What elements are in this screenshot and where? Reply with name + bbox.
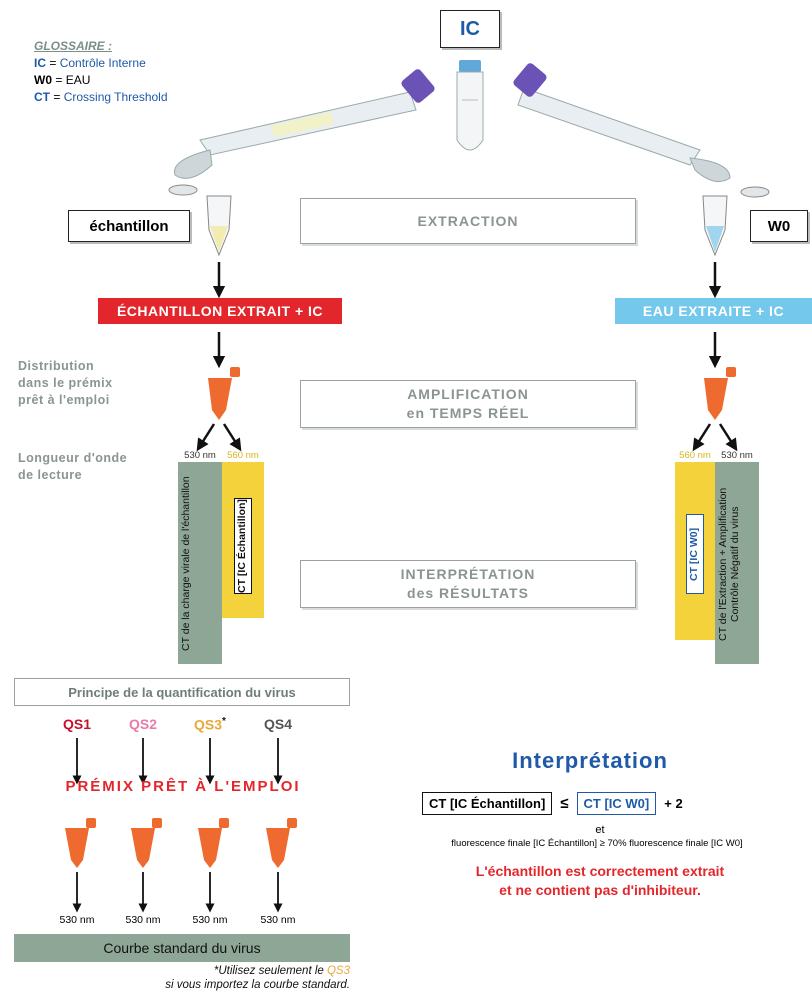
banner-extracted-sample-text: ÉCHANTILLON EXTRAIT + IC [116, 303, 324, 319]
qs4-label: QS4 [263, 716, 292, 732]
right-green-bar-text: CT de l'Extraction + Amplification Contr… [717, 487, 741, 641]
step-amplification: AMPLIFICATION en TEMPS RÉEL [300, 380, 636, 428]
conclusion-line1: L'échantillon est correctement extrait [475, 863, 725, 879]
quant-title-box: Principe de la quantification du virus [14, 678, 350, 706]
formula-right: CT [IC W0] [576, 792, 657, 815]
left-nm-560: 560 nm [227, 450, 259, 461]
left-pipette-icon [173, 69, 435, 179]
qs3-label: QS3* [194, 716, 226, 733]
step-amplification-line1: AMPLIFICATION [407, 386, 529, 402]
note-wavelength: Longueur d'onde de lecture [18, 450, 127, 484]
right-pipette-icon [402, 63, 731, 183]
note-wavelength-line2: de lecture [18, 468, 83, 482]
qs2-label: QS2 [128, 716, 157, 732]
w0-label: W0 [750, 210, 808, 242]
interpretation-title: Interprétation [512, 748, 668, 773]
qs-tubes [65, 738, 297, 913]
note-distribution-line2: dans le prémix [18, 376, 113, 390]
formula-plus: + 2 [664, 796, 683, 811]
interpretation-and: et [595, 824, 605, 836]
note-wavelength-line1: Longueur d'onde [18, 451, 128, 465]
formula-op: ≤ [560, 795, 569, 812]
sample-label-text: échantillon [89, 217, 169, 235]
right-yellow-bar-text: CT [IC W0] [686, 514, 704, 594]
w0-label-text: W0 [767, 217, 791, 235]
standard-curve-bar: Courbe standard du virus [14, 934, 350, 962]
banner-extracted-water-text: EAU EXTRAITE + IC [642, 303, 785, 319]
glossary: GLOSSAIRE : IC = Contrôle Interne W0 = E… [34, 38, 168, 106]
glossary-item-ic: IC = Contrôle Interne [34, 56, 146, 70]
left-green-bar-text: CT de la charge virale de l'échantillon [180, 476, 192, 652]
qs4-nm: 530 nm [260, 914, 296, 926]
glossary-item-w0: W0 = EAU [34, 73, 91, 87]
ic-label-text: IC [460, 17, 480, 40]
formula-left: CT [IC Échantillon] [422, 792, 553, 815]
conclusion-line2: et ne contient pas d'inhibiteur. [499, 882, 701, 898]
right-nm-560: 560 nm [679, 450, 711, 461]
right-green-bar [715, 462, 759, 664]
standard-curve-text: Courbe standard du virus [103, 940, 261, 956]
banner-extracted-sample: ÉCHANTILLON EXTRAIT + IC [98, 298, 342, 324]
sample-label: échantillon [68, 210, 190, 242]
right-nm-530: 530 nm [721, 450, 753, 461]
qs2-nm: 530 nm [125, 914, 161, 926]
banner-extracted-water: EAU EXTRAITE + IC [615, 298, 812, 324]
step-interpretation-line2: des RÉSULTATS [407, 585, 529, 601]
step-extraction: EXTRACTION [300, 198, 636, 244]
qs3-nm: 530 nm [192, 914, 228, 926]
right-extraction-tube-icon [702, 186, 770, 257]
left-green-bar [178, 462, 222, 664]
quant-title: Principe de la quantification du virus [68, 684, 296, 700]
qs1-nm: 530 nm [59, 914, 95, 926]
interpretation-conclusion: L'échantillon est correctement extrait e… [420, 862, 780, 900]
ic-tube-icon [456, 60, 484, 151]
interpretation-formula: CT [IC Échantillon] ≤ CT [IC W0] + 2 [422, 792, 683, 815]
right-pcr-tube-icon [704, 367, 736, 420]
ic-label: IC [440, 10, 500, 48]
left-yellow-bar-text: CT [IC Échantillon] [234, 498, 252, 594]
premix-label: PRÉMIX PRÊT À L'EMPLOI [65, 778, 301, 795]
glossary-item-ct: CT = Crossing Threshold [34, 90, 168, 104]
step-interpretation-line1: INTERPRÉTATION [400, 566, 536, 582]
left-extraction-tube-icon [168, 184, 232, 257]
qs1-label: QS1 [62, 716, 91, 732]
step-amplification-line2: en TEMPS RÉEL [406, 405, 530, 421]
left-pcr-tube-icon [208, 367, 240, 420]
note-distribution-line3: prêt à l'emploi [18, 393, 110, 407]
left-nm-530: 530 nm [184, 450, 216, 461]
interpretation-fluo: fluorescence finale [IC Échantillon] ≥ 7… [451, 838, 743, 849]
step-extraction-text: EXTRACTION [417, 212, 519, 229]
glossary-title: GLOSSAIRE : [34, 39, 113, 53]
step-interpretation: INTERPRÉTATION des RÉSULTATS [300, 560, 636, 608]
note-distribution: Distribution dans le prémix prêt à l'emp… [18, 358, 113, 409]
note-distribution-line1: Distribution [18, 359, 95, 373]
qs3-footnote: *Utilisez seulement le QS3 si vous impor… [165, 965, 350, 991]
